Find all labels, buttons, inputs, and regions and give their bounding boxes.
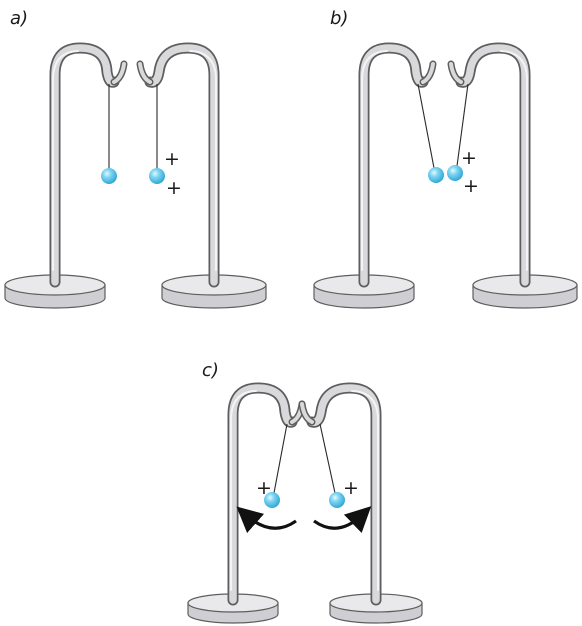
panel-c-label: c) bbox=[202, 360, 219, 381]
right-thread bbox=[456, 83, 469, 167]
right-stand: + + bbox=[136, 42, 267, 309]
left-rod bbox=[49, 42, 128, 288]
left-thread bbox=[417, 83, 435, 169]
panel-a-label: a) bbox=[10, 8, 28, 29]
charge-plus-icon: + bbox=[463, 175, 479, 197]
right-ball bbox=[149, 168, 165, 184]
left-ball bbox=[264, 492, 280, 508]
panel-b: b) bbox=[313, 8, 578, 309]
right-rod bbox=[298, 382, 382, 606]
panel-a: a) bbox=[4, 8, 267, 309]
left-ball bbox=[101, 168, 117, 184]
right-ball bbox=[447, 165, 463, 181]
left-thread bbox=[273, 423, 288, 494]
left-stand bbox=[313, 42, 444, 309]
repel-left-arrow-icon bbox=[236, 506, 297, 534]
right-rod bbox=[447, 42, 531, 288]
left-ball bbox=[428, 167, 444, 183]
left-stand: + bbox=[187, 382, 306, 624]
charge-plus-icon: + bbox=[164, 148, 180, 170]
charge-plus-icon: + bbox=[166, 177, 182, 199]
right-stand: + bbox=[298, 382, 423, 624]
right-stand: + + bbox=[447, 42, 578, 309]
panel-c: c) + bbox=[187, 360, 423, 624]
left-rod bbox=[358, 42, 437, 288]
right-rod bbox=[136, 42, 220, 288]
repel-right-arrow-icon bbox=[313, 506, 372, 534]
right-ball bbox=[329, 492, 345, 508]
right-thread bbox=[319, 423, 336, 494]
charge-plus-icon: + bbox=[256, 477, 272, 499]
panel-b-label: b) bbox=[330, 8, 348, 29]
left-stand bbox=[4, 42, 128, 309]
charge-plus-icon: + bbox=[343, 477, 359, 499]
charge-plus-icon: + bbox=[461, 147, 477, 169]
